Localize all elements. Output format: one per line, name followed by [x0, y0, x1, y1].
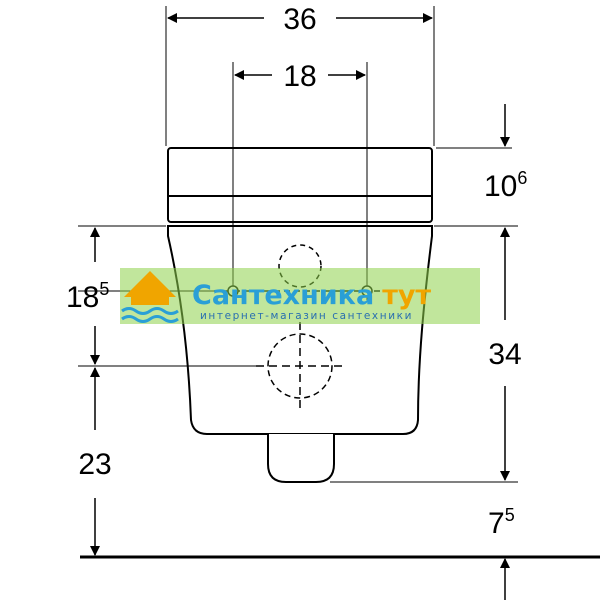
dim-fixing-height-sup: 5	[99, 279, 109, 299]
dim-drain-height: 23	[78, 448, 111, 481]
toilet-spigot	[267, 434, 335, 483]
watermark-title-accent: тут	[382, 280, 431, 311]
dim-fixing-height-main: 18	[66, 281, 99, 314]
extension-lines	[78, 6, 518, 483]
watermark-band	[120, 268, 480, 324]
dim-seat-height: 106	[484, 168, 527, 203]
dimension-arrows	[90, 13, 510, 600]
dim-body-height: 34	[488, 338, 521, 371]
dim-drain-offset: 75	[488, 505, 515, 540]
dim-fixing-height: 185	[66, 279, 109, 314]
dim-hole-spacing: 18	[283, 60, 316, 93]
dim-drain-offset-main: 7	[488, 507, 505, 540]
toilet-seat-lid	[167, 147, 433, 223]
dim-seat-height-main: 10	[484, 170, 517, 203]
dim-total-width: 36	[283, 3, 316, 36]
flush-inlet-circle	[278, 244, 322, 288]
dim-seat-height-sup: 6	[517, 168, 527, 188]
drain-outlet-circle	[267, 333, 333, 399]
watermark-title-main: Сантехника	[192, 280, 374, 311]
watermark-title: Сантехника тут	[192, 280, 431, 311]
house-wave-icon	[121, 271, 179, 323]
watermark-subtitle: интернет-магазин сантехники	[200, 310, 413, 322]
watermark: Сантехника тут интернет-магазин сантехник…	[120, 268, 480, 324]
dim-drain-offset-sup: 5	[505, 505, 515, 525]
